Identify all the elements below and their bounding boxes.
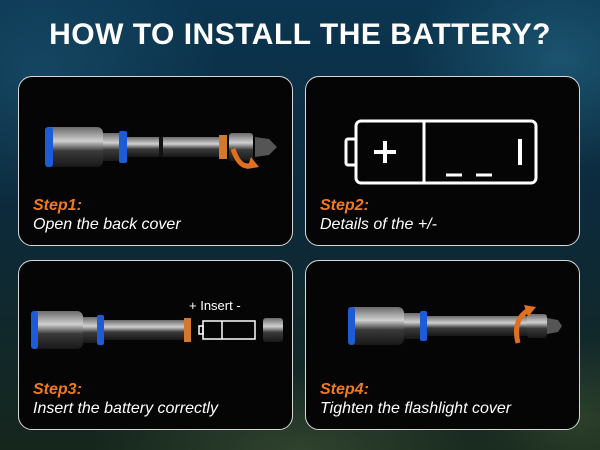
flashlight-tighten-cover-icon: [348, 305, 562, 345]
flashlight-insert-battery-icon: [31, 311, 283, 349]
step-2-title: Step2:: [320, 197, 369, 214]
step-1-title: Step1:: [33, 197, 82, 214]
insert-label: + Insert -: [189, 298, 241, 313]
step-4-description: Tighten the flashlight cover: [320, 400, 512, 417]
flashlight-open-cover-icon: [45, 127, 277, 169]
step-card-4: Step4: Tighten the flashlight cover: [305, 260, 580, 430]
step-card-1: Step1: Open the back cover: [18, 76, 293, 246]
step-1-description: Open the back cover: [33, 216, 181, 233]
step-3-title: Step3:: [33, 381, 82, 398]
step-4-title: Step4:: [320, 381, 369, 398]
step-3-description: Insert the battery correctly: [33, 400, 218, 417]
step-card-3: + Insert - Step3: Insert the battery cor…: [18, 260, 293, 430]
battery-polarity-icon: [344, 119, 538, 185]
step-2-description: Details of the +/-: [320, 216, 437, 233]
page-title: HOW TO INSTALL THE BATTERY?: [49, 18, 551, 51]
step-card-2: Step2: Details of the +/-: [305, 76, 580, 246]
